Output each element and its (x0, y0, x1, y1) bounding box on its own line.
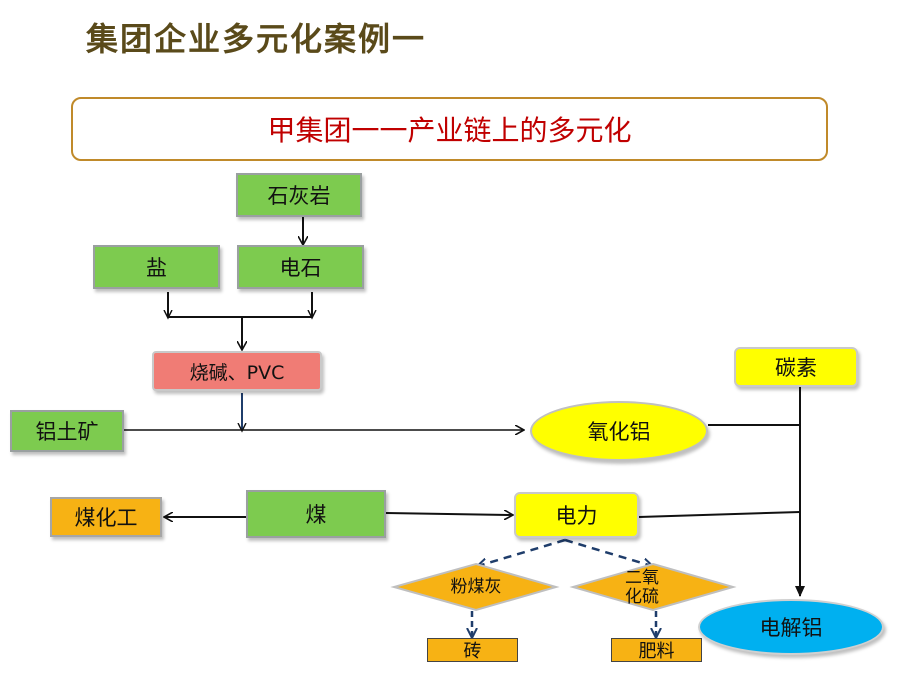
node-salt: 盐 (93, 245, 220, 289)
label-so2: 二氧 化硫 (625, 568, 659, 607)
node-coal: 煤 (246, 490, 386, 538)
node-alumina: 氧化铝 (530, 401, 708, 461)
node-electrolytic-aluminum: 电解铝 (698, 599, 884, 655)
node-carbon: 碳素 (734, 347, 858, 387)
line-power-trunk (638, 511, 801, 518)
page-title: 集团企业多元化案例一 (86, 20, 427, 58)
node-brick: 砖 (427, 638, 518, 662)
banner: 甲集团一一产业链上的多元化 (71, 97, 828, 161)
node-caustic-pvc: 烧碱、PVC (152, 351, 322, 391)
node-coal-chemical: 煤化工 (50, 497, 162, 537)
node-fertilizer: 肥料 (611, 638, 702, 662)
node-limestone: 石灰岩 (236, 173, 362, 217)
arrow-coal-power (385, 513, 512, 515)
node-power: 电力 (514, 492, 639, 538)
label-fly-ash: 粉煤灰 (450, 576, 502, 597)
diamond-flyash (390, 562, 560, 612)
diamond-so2 (569, 562, 737, 612)
node-bauxite: 铝土矿 (10, 410, 124, 452)
arrow-power-flyash (478, 538, 566, 566)
arrow-power-so2 (564, 538, 652, 566)
node-carbide: 电石 (237, 245, 364, 289)
